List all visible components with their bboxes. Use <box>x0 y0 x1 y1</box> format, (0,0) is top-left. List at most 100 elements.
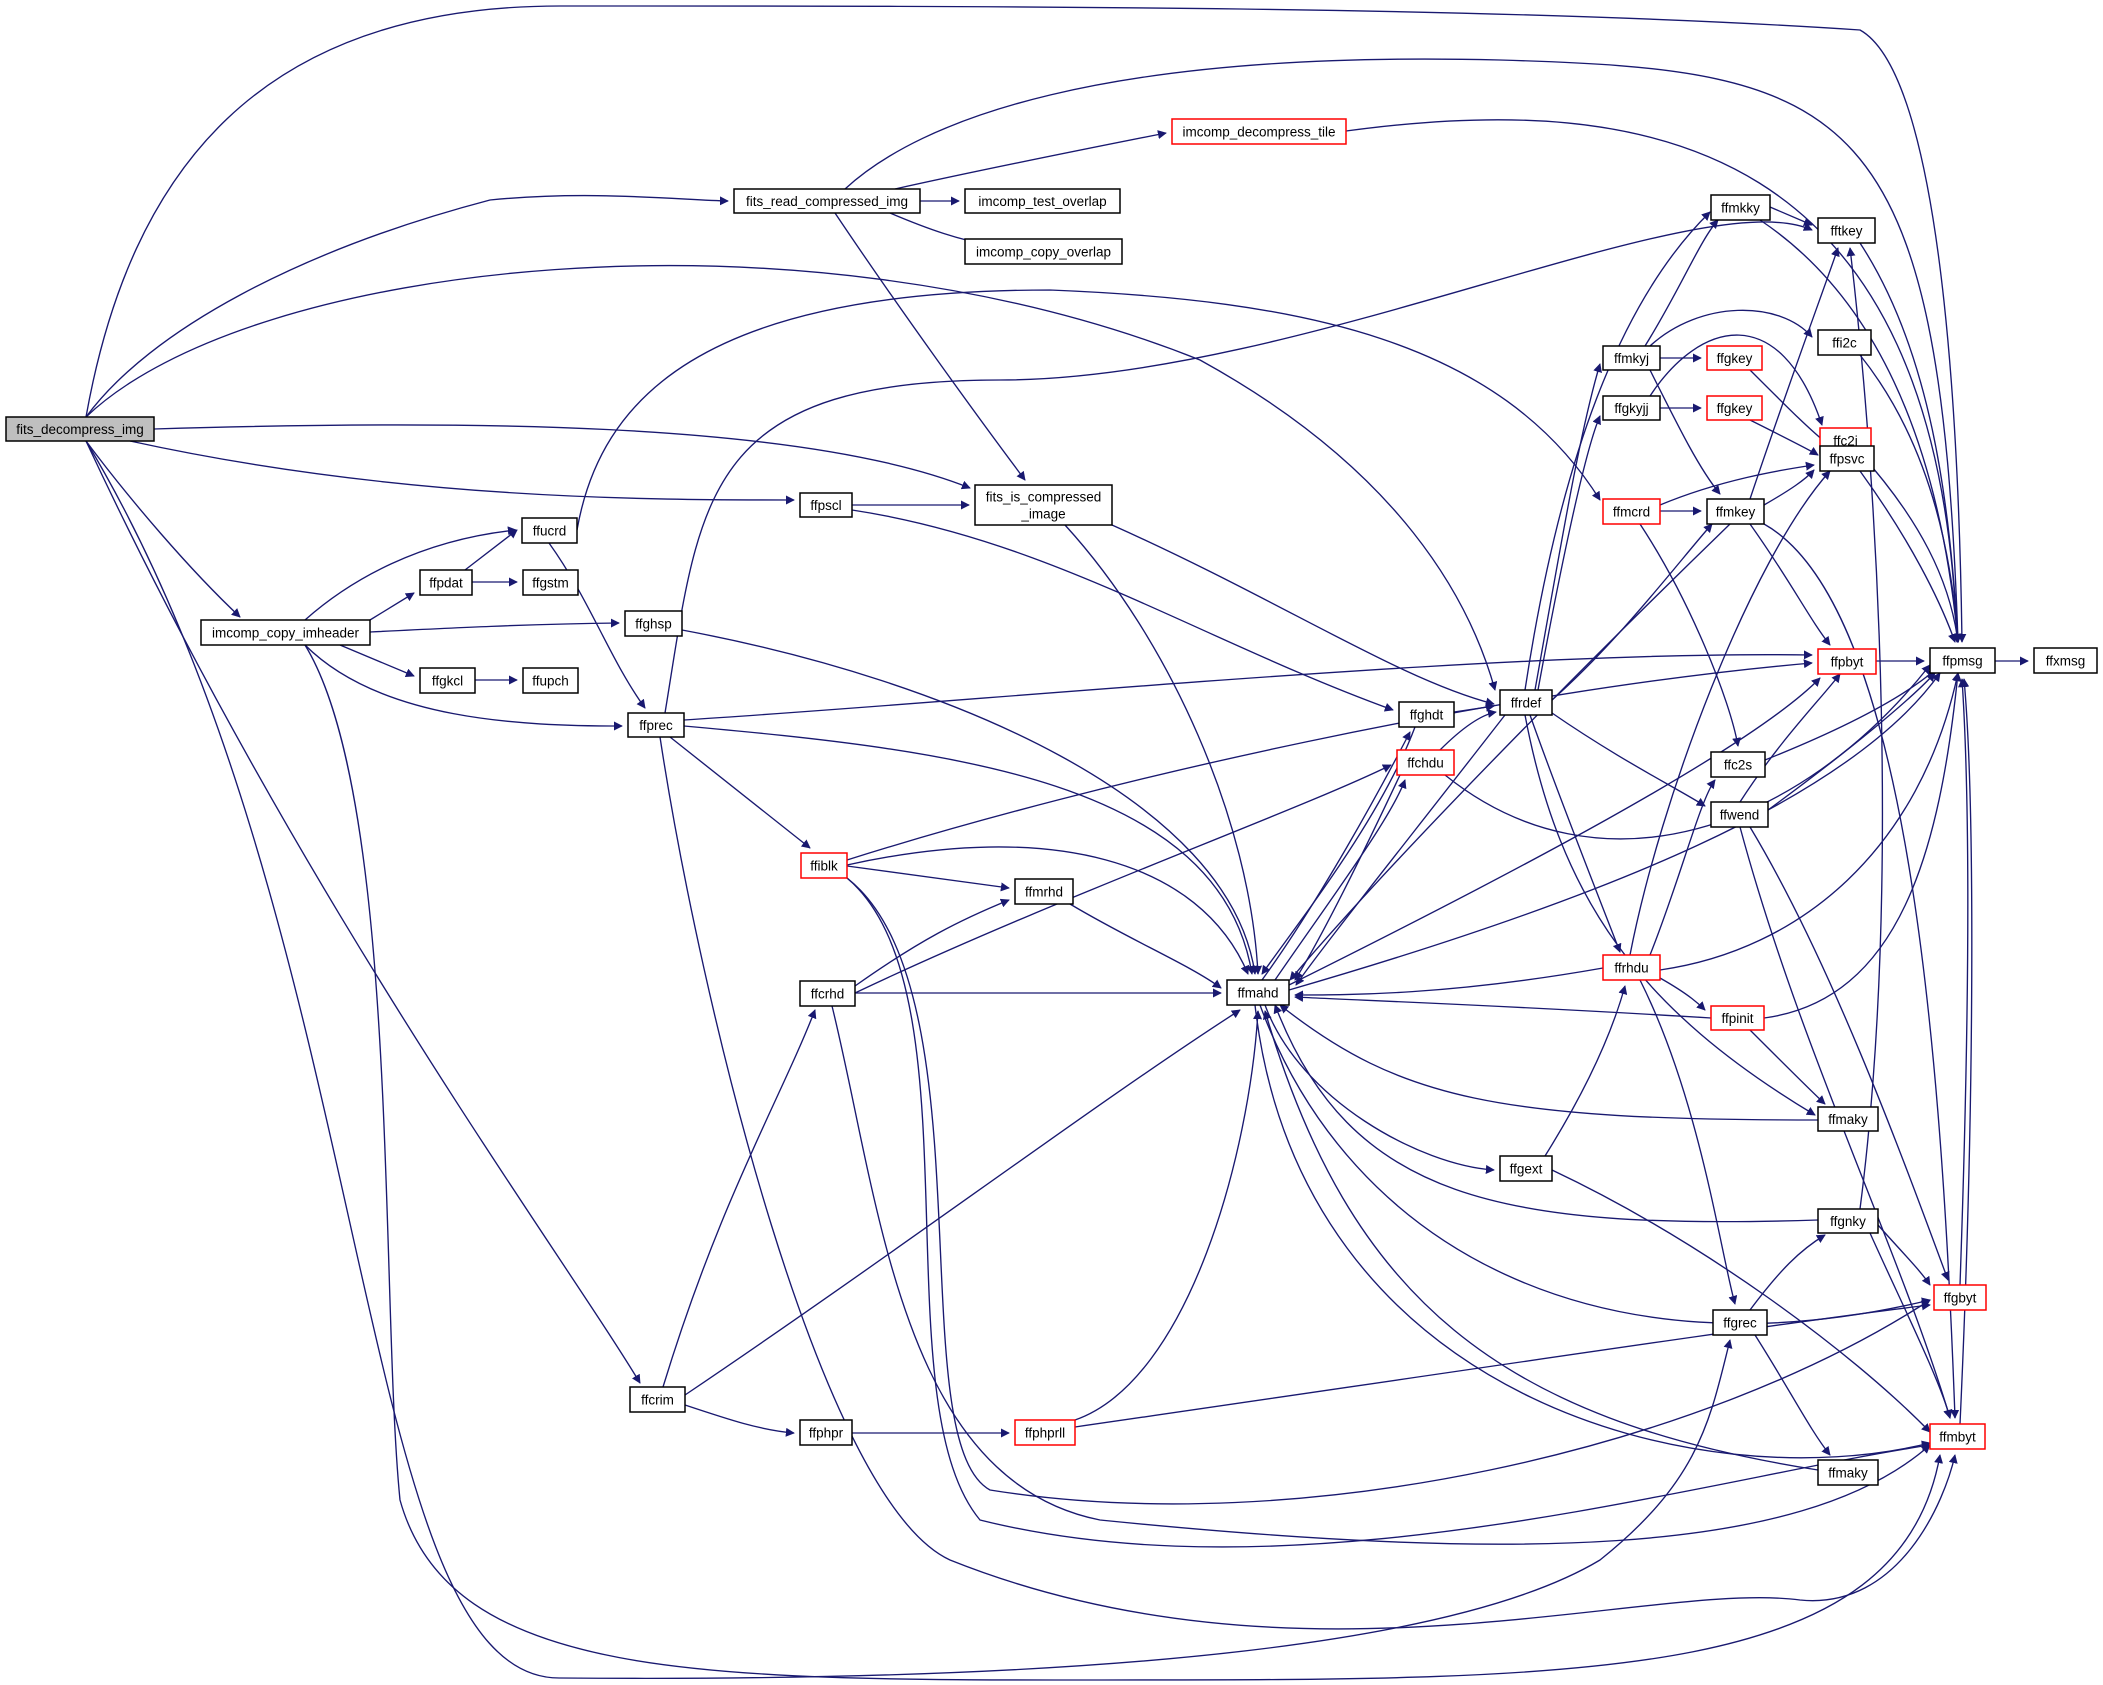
node-ffgkey1[interactable]: ffgkey <box>1706 345 1763 371</box>
node-fits-decompress-img[interactable]: fits_decompress_img <box>5 416 155 442</box>
edge-imcomp_copy_imheader-to-ffgkcl <box>339 644 415 678</box>
node-label: ffiblk <box>810 859 838 874</box>
node-ffrdef[interactable]: ffrdef <box>1499 689 1553 716</box>
node-box <box>1817 648 1877 675</box>
node-box <box>1819 445 1875 472</box>
node-label: ffrdef <box>1511 696 1542 711</box>
node-ffmaky2[interactable]: ffmaky <box>1817 1459 1879 1486</box>
edge-ffgnky-to-ffmahd <box>1273 1004 1819 1223</box>
node-box <box>1602 395 1661 421</box>
node-imcomp-copy-imheader[interactable]: imcomp_copy_imheader <box>200 619 371 646</box>
node-ffpsvc[interactable]: ffpsvc <box>1819 445 1875 472</box>
node-box <box>5 416 155 442</box>
node-ffkey[interactable]: fftkey <box>1817 217 1876 244</box>
edge-ffcrhd-to-ffchdu <box>854 764 1392 994</box>
edge-ffgrec-to-ffmaky2 <box>1754 1334 1831 1456</box>
node-fits-is-compressed-image[interactable]: fits_is_compressed_image <box>974 484 1113 526</box>
node-ffcrhd[interactable]: ffcrhd <box>799 980 856 1007</box>
node-box <box>1706 498 1765 525</box>
node-label: ffphpr <box>809 1426 844 1441</box>
node-box <box>1817 217 1876 244</box>
edge-ffgrec-to-ffgnky <box>1749 1234 1826 1311</box>
node-imcomp-test-overlap[interactable]: imcomp_test_overlap <box>964 188 1121 214</box>
node-ffphpr[interactable]: ffphpr <box>799 1419 853 1446</box>
node-ffchdu[interactable]: ffchdu <box>1396 749 1455 776</box>
node-ffpmsg[interactable]: ffpmsg <box>1929 647 1996 674</box>
node-label: ffgkcl <box>432 674 463 689</box>
node-label: ffgnky <box>1830 1214 1866 1229</box>
node-box <box>1929 1423 1986 1450</box>
edge-ffgnky-to-ffgbyt <box>1877 1224 1931 1286</box>
node-ffmkey[interactable]: ffmkey <box>1706 498 1765 525</box>
node-label: ffgkey <box>1717 401 1753 416</box>
node-label: ffmbyt <box>1939 1430 1976 1445</box>
node-label: ffxmsg <box>2046 654 2086 669</box>
node-label: ffmaky <box>1828 1466 1868 1481</box>
node-label: ffwend <box>1720 808 1760 823</box>
edge-ffmaky2-to-ffmahd <box>1262 1010 1819 1471</box>
edge-fits_decompress_img-to-ffrdef <box>85 265 1498 691</box>
node-ffgkey2[interactable]: ffgkey <box>1706 395 1763 421</box>
node-box <box>521 517 578 544</box>
node-ffmkyj[interactable]: ffmkyj <box>1602 345 1661 371</box>
node-ffmaky1[interactable]: ffmaky <box>1817 1106 1879 1132</box>
node-ffmrhd[interactable]: ffmrhd <box>1014 878 1074 905</box>
node-box <box>627 712 685 738</box>
node-ffwend[interactable]: ffwend <box>1710 801 1769 828</box>
node-label: ffprec <box>639 718 673 733</box>
edge-ffrdef-to-ffmkey <box>1551 523 1713 701</box>
edge-ffrdef-to-ffgkyjj <box>1537 415 1601 691</box>
edge-ffi2c-to-ffpmsg <box>1859 354 1962 643</box>
node-ffcrim[interactable]: ffcrim <box>629 1386 686 1413</box>
node-imcomp-decompress-tile[interactable]: imcomp_decompress_tile <box>1171 118 1347 145</box>
node-ffgrec[interactable]: ffgrec <box>1712 1309 1768 1336</box>
node-label: imcomp_test_overlap <box>978 194 1106 209</box>
node-ffgnky[interactable]: ffgnky <box>1817 1208 1879 1234</box>
node-imcomp-copy-overlap[interactable]: imcomp_copy_overlap <box>964 238 1123 265</box>
node-ffgext[interactable]: ffgext <box>1499 1155 1553 1182</box>
edge-ffiblk-to-ffpbyt <box>846 659 1813 861</box>
node-ffi2c[interactable]: ffi2c <box>1817 329 1872 356</box>
node-ffupch[interactable]: ffupch <box>522 667 579 694</box>
edge-ffprec-to-ffpbyt <box>683 650 1813 721</box>
node-ffmcrd[interactable]: ffmcrd <box>1602 498 1661 525</box>
node-box <box>419 569 473 596</box>
node-ffgkcl[interactable]: ffgkcl <box>419 667 476 694</box>
node-box <box>1817 1106 1879 1132</box>
node-ffgbyt[interactable]: ffgbyt <box>1933 1284 1987 1311</box>
node-ffpdat[interactable]: ffpdat <box>419 569 473 596</box>
node-ffucrd[interactable]: ffucrd <box>521 517 578 544</box>
node-label: fits_read_compressed_img <box>746 194 908 209</box>
node-ffpinit[interactable]: ffpinit <box>1710 1005 1765 1031</box>
node-ffgstm[interactable]: ffgstm <box>522 569 579 596</box>
node-ffmkky[interactable]: ffmkky <box>1710 194 1771 221</box>
node-ffphprll[interactable]: ffphprll <box>1014 1419 1076 1446</box>
node-ffpscl[interactable]: ffpscl <box>799 492 853 518</box>
node-ffc2s[interactable]: ffc2s <box>1710 751 1766 778</box>
edge-ffiblk-to-ffmahd <box>846 846 1249 975</box>
node-ffghsp[interactable]: ffghsp <box>624 610 683 637</box>
edge-ffrdef-to-ffrhdu <box>1529 714 1622 953</box>
node-ffpbyt[interactable]: ffpbyt <box>1817 648 1877 675</box>
node-box <box>733 188 921 214</box>
node-ffmahd[interactable]: ffmahd <box>1226 979 1290 1006</box>
node-ffghdt[interactable]: ffghdt <box>1398 701 1455 728</box>
node-ffmbyt[interactable]: ffmbyt <box>1929 1423 1986 1450</box>
edge-ffwend-to-ffmbyt <box>1739 826 1953 1419</box>
edge-ffmkyj-to-ffmkey <box>1649 369 1721 495</box>
node-ffprec[interactable]: ffprec <box>627 712 685 738</box>
node-ffiblk[interactable]: ffiblk <box>800 852 848 879</box>
edge-fits_read_compressed_img-to-imcomp_decompress_tile <box>894 130 1167 190</box>
node-ffxmsg[interactable]: ffxmsg <box>2033 647 2098 674</box>
edge-ffmahd-to-ffchdu <box>1274 779 1407 981</box>
node-label: ffpdat <box>429 576 463 591</box>
edge-ffgkyjj-to-ffc2j <box>1649 334 1824 426</box>
node-fits-read-compressed-img[interactable]: fits_read_compressed_img <box>733 188 921 214</box>
node-ffgkyjj[interactable]: ffgkyjj <box>1602 395 1661 421</box>
node-box <box>1499 689 1553 716</box>
edge-ffrdef-to-ffwend <box>1551 712 1706 807</box>
node-box <box>1933 1284 1987 1311</box>
edge-imcomp_copy_imheader-to-ffghsp <box>369 618 620 633</box>
node-ffrhdu[interactable]: ffrhdu <box>1602 954 1661 981</box>
